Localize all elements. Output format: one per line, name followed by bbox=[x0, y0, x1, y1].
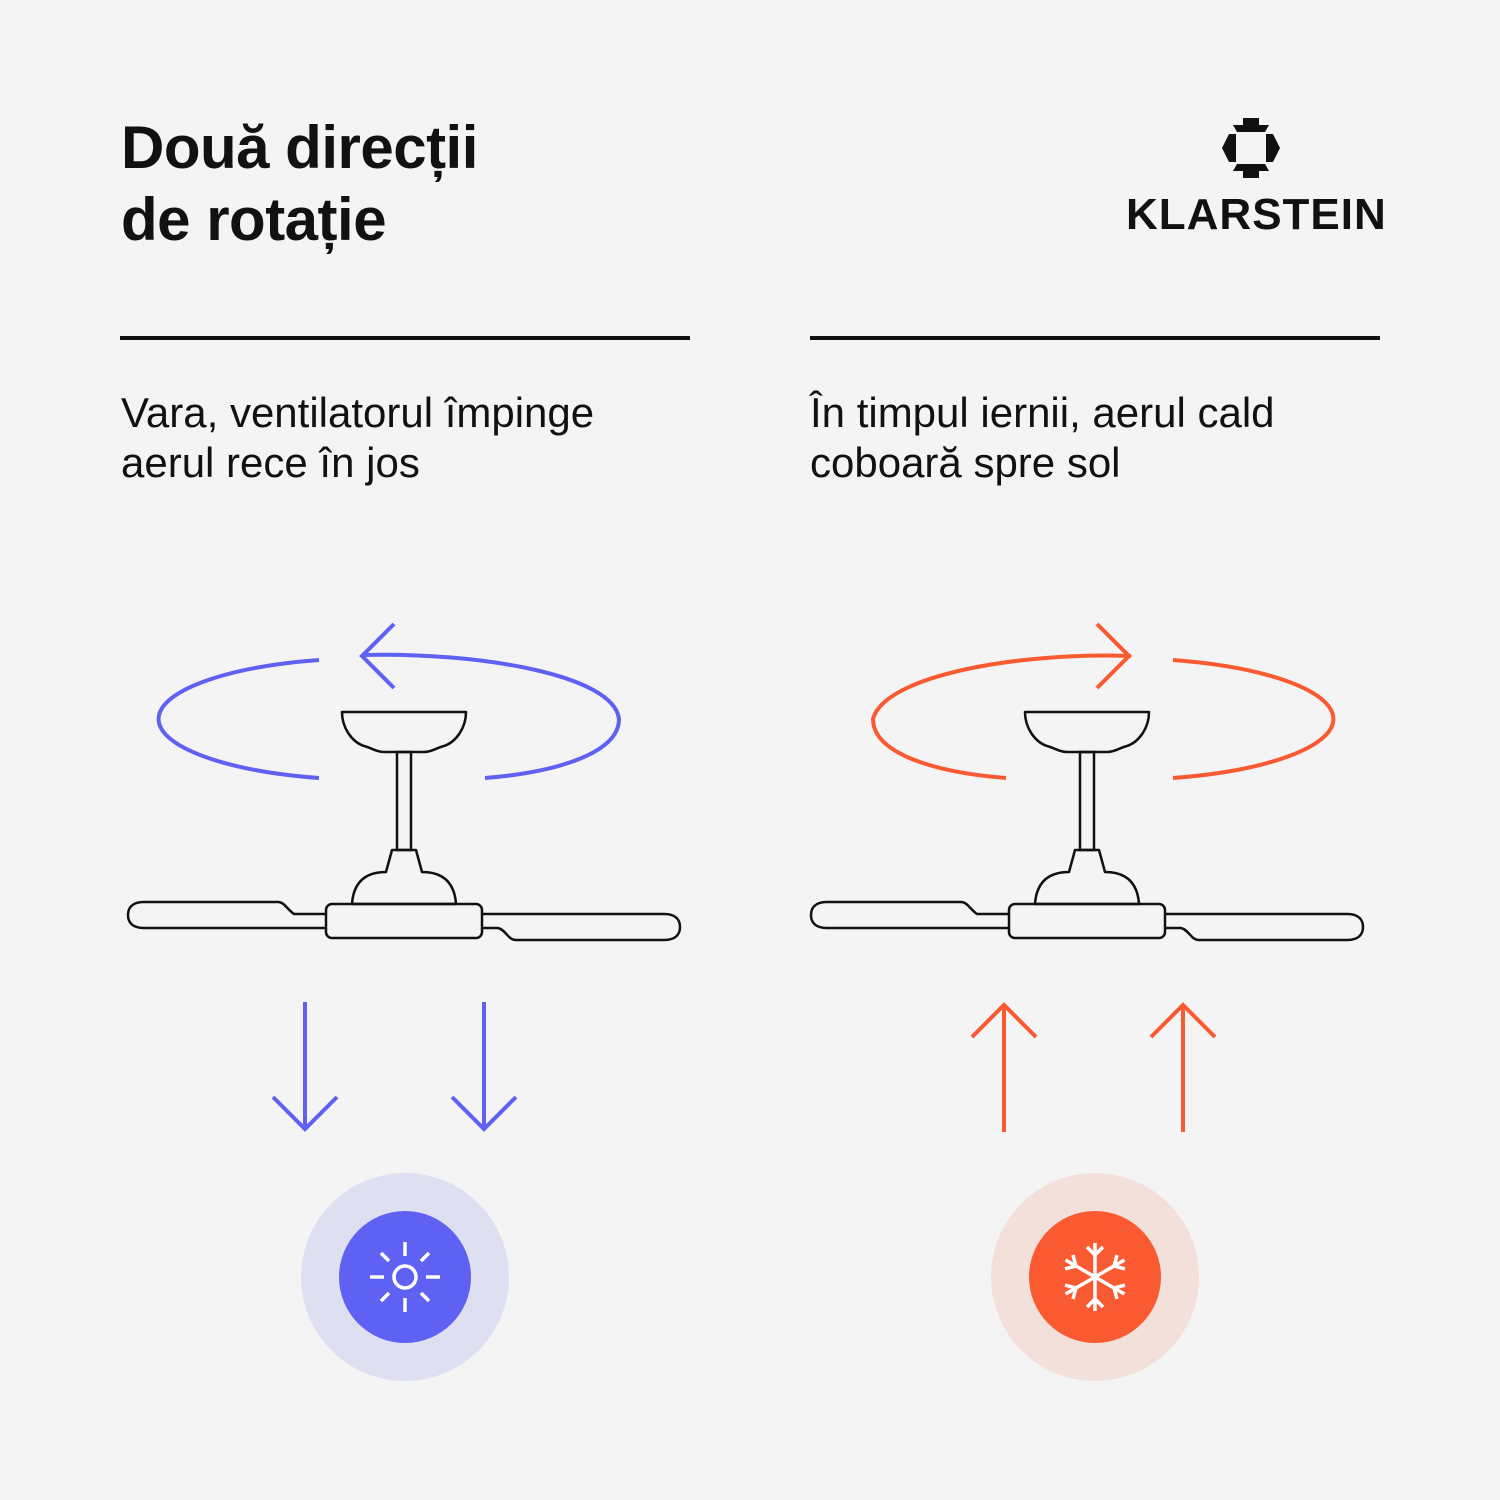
summer-caption-line-1: Vara, ventilatorul împinge bbox=[121, 389, 595, 436]
summer-airflow-down-arrows bbox=[271, 1002, 518, 1132]
clockwise-arrow-icon bbox=[1095, 622, 1132, 690]
left-divider bbox=[120, 336, 690, 340]
sun-icon bbox=[370, 1242, 440, 1312]
summer-rotation-arc-right bbox=[361, 652, 622, 780]
winter-caption: În timpul iernii, aerul cald coboară spr… bbox=[810, 388, 1275, 488]
right-divider bbox=[810, 336, 1380, 340]
winter-airflow-up-arrows bbox=[970, 1002, 1217, 1132]
brand-logo: KLARSTEIN bbox=[1120, 118, 1390, 248]
winter-fan-diagram bbox=[809, 622, 1365, 1381]
page-title: Două direcții de rotație bbox=[121, 112, 478, 256]
down-arrow-icon bbox=[271, 1002, 339, 1132]
brand-name: KLARSTEIN bbox=[1126, 190, 1387, 239]
winter-caption-line-1: În timpul iernii, aerul cald bbox=[810, 389, 1275, 436]
summer-caption: Vara, ventilatorul împinge aerul rece în… bbox=[121, 388, 594, 488]
summer-ceiling-fan bbox=[126, 710, 682, 942]
summer-icon-badge bbox=[339, 1211, 471, 1343]
up-arrow-icon bbox=[1149, 1002, 1217, 1132]
summer-caption-line-2: aerul rece în jos bbox=[121, 439, 420, 486]
snowflake-icon bbox=[1064, 1243, 1126, 1311]
winter-ceiling-fan bbox=[809, 710, 1365, 942]
summer-rotation-arc-left bbox=[156, 658, 320, 780]
title-line-2: de rotație bbox=[121, 186, 387, 253]
counter-clockwise-arrow-icon bbox=[359, 622, 396, 690]
klarstein-mark-icon bbox=[1222, 118, 1280, 178]
summer-fan-diagram bbox=[126, 622, 682, 1381]
title-line-1: Două direcții bbox=[121, 114, 478, 181]
up-arrow-icon bbox=[970, 1002, 1038, 1132]
down-arrow-icon bbox=[450, 1002, 518, 1132]
winter-caption-line-2: coboară spre sol bbox=[810, 439, 1121, 486]
winter-rotation-arc-left bbox=[870, 653, 1132, 780]
winter-rotation-arc-right bbox=[1172, 658, 1336, 780]
